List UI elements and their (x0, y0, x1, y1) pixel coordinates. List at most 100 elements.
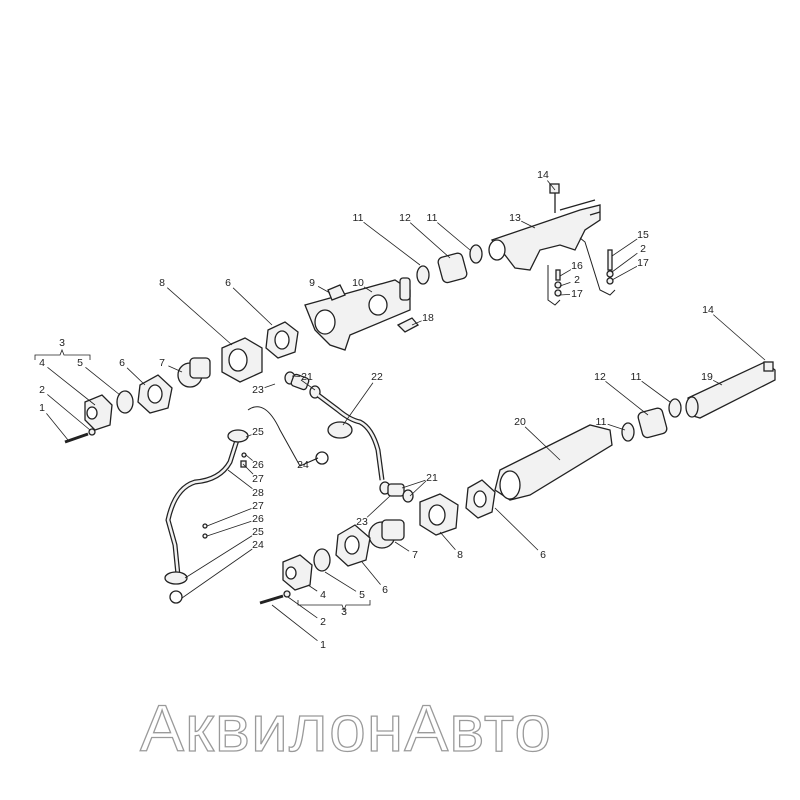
seal-part-5 (116, 390, 134, 414)
flange-part-25b (164, 571, 188, 585)
leader-line (47, 367, 96, 406)
leader-line (524, 426, 561, 461)
housing-part-4 (84, 394, 113, 431)
callout-label: 15 (637, 228, 649, 241)
callout-label: 3 (341, 605, 347, 618)
callout-label: 5 (77, 356, 83, 369)
callout-label: 13 (509, 211, 521, 224)
washer-part-2b (283, 590, 291, 598)
leader-line (126, 367, 146, 386)
bolt-part-16 (555, 269, 561, 281)
hose-part-21 (284, 371, 321, 399)
callout-label: 4 (320, 588, 326, 601)
flange-part-25 (227, 429, 249, 443)
leader-line (611, 238, 638, 257)
leader-line (439, 531, 456, 550)
callout-label: 24 (252, 538, 264, 551)
leader-line (324, 571, 357, 592)
clamp-part-9 (327, 284, 346, 301)
callout-label: 24 (297, 458, 309, 471)
callout-label: 7 (159, 356, 165, 369)
group-brace (297, 600, 371, 612)
callout-label: 7 (412, 548, 418, 561)
leader-line (342, 382, 374, 426)
oring-part-24 (315, 451, 329, 465)
thermostat-part-7 (177, 357, 211, 388)
leader-line (411, 320, 422, 326)
callout-label: 12 (594, 370, 606, 383)
leader-line (227, 469, 253, 490)
callout-label: 14 (702, 303, 714, 316)
ring-part-11c (621, 422, 635, 442)
callout-label: 8 (457, 548, 463, 561)
nut-part-14b (763, 361, 774, 372)
washer-part-2 (88, 428, 96, 436)
callout-label: 9 (309, 276, 315, 289)
group-brace (34, 348, 91, 360)
leader-line (361, 561, 381, 585)
callout-label: 11 (595, 415, 607, 428)
leader-line (166, 287, 233, 346)
callout-label: 23 (252, 383, 264, 396)
callout-label: 11 (630, 370, 642, 383)
leader-line (245, 434, 252, 438)
callout-label: 3 (59, 336, 65, 349)
leader-line (309, 457, 319, 463)
leader-line (363, 286, 373, 293)
leader-line (287, 596, 318, 619)
callout-label: 17 (637, 256, 649, 269)
callout-label: 26 (252, 512, 264, 525)
leader-line (307, 584, 318, 592)
leader-line (712, 379, 723, 386)
callout-label: 20 (514, 415, 526, 428)
leader-line (611, 252, 638, 273)
leader-line (206, 508, 252, 527)
callout-label: 23 (356, 515, 368, 528)
leader-line (494, 507, 539, 551)
callout-label: 25 (252, 525, 264, 538)
leader-line (264, 383, 276, 389)
callout-label: 5 (359, 588, 365, 601)
callout-label: 6 (119, 356, 125, 369)
callout-label: 28 (252, 486, 264, 499)
callout-label: 2 (39, 383, 45, 396)
ring-part-11 (416, 265, 430, 285)
pipe-part-13 (488, 199, 601, 271)
housing-part-4b (282, 554, 313, 591)
leader-line (46, 413, 69, 441)
leader-line (409, 480, 427, 497)
bolt-part-1 (64, 432, 89, 444)
callout-label: 6 (225, 276, 231, 289)
callout-label: 25 (252, 425, 264, 438)
callout-label: 21 (301, 370, 313, 383)
leader-line (605, 381, 649, 416)
leader-line (559, 294, 571, 296)
ring-part-11d (668, 398, 682, 418)
sleeve-part-12b (637, 407, 668, 439)
leader-line (85, 367, 121, 396)
leader-line (409, 222, 451, 259)
callout-label: 2 (640, 242, 646, 255)
leader-line (401, 479, 426, 489)
leader-line (232, 287, 273, 326)
leader-line (394, 541, 410, 552)
leader-line (242, 463, 254, 475)
leader-line (366, 495, 391, 518)
callout-label: 4 (39, 356, 45, 369)
leader-line (168, 365, 183, 373)
callout-label: 6 (382, 583, 388, 596)
callout-label: 8 (159, 276, 165, 289)
leader-line (317, 286, 331, 294)
callout-label: 19 (701, 370, 713, 383)
leader-line (607, 423, 626, 431)
leader-line (712, 314, 766, 361)
callout-label: 17 (571, 287, 583, 300)
callout-label: 11 (426, 211, 438, 224)
callout-label: 2 (320, 615, 326, 628)
pipe-part-28 (165, 439, 240, 576)
leader-line (559, 269, 572, 277)
leader-line (611, 266, 638, 281)
leader-line (291, 375, 301, 377)
